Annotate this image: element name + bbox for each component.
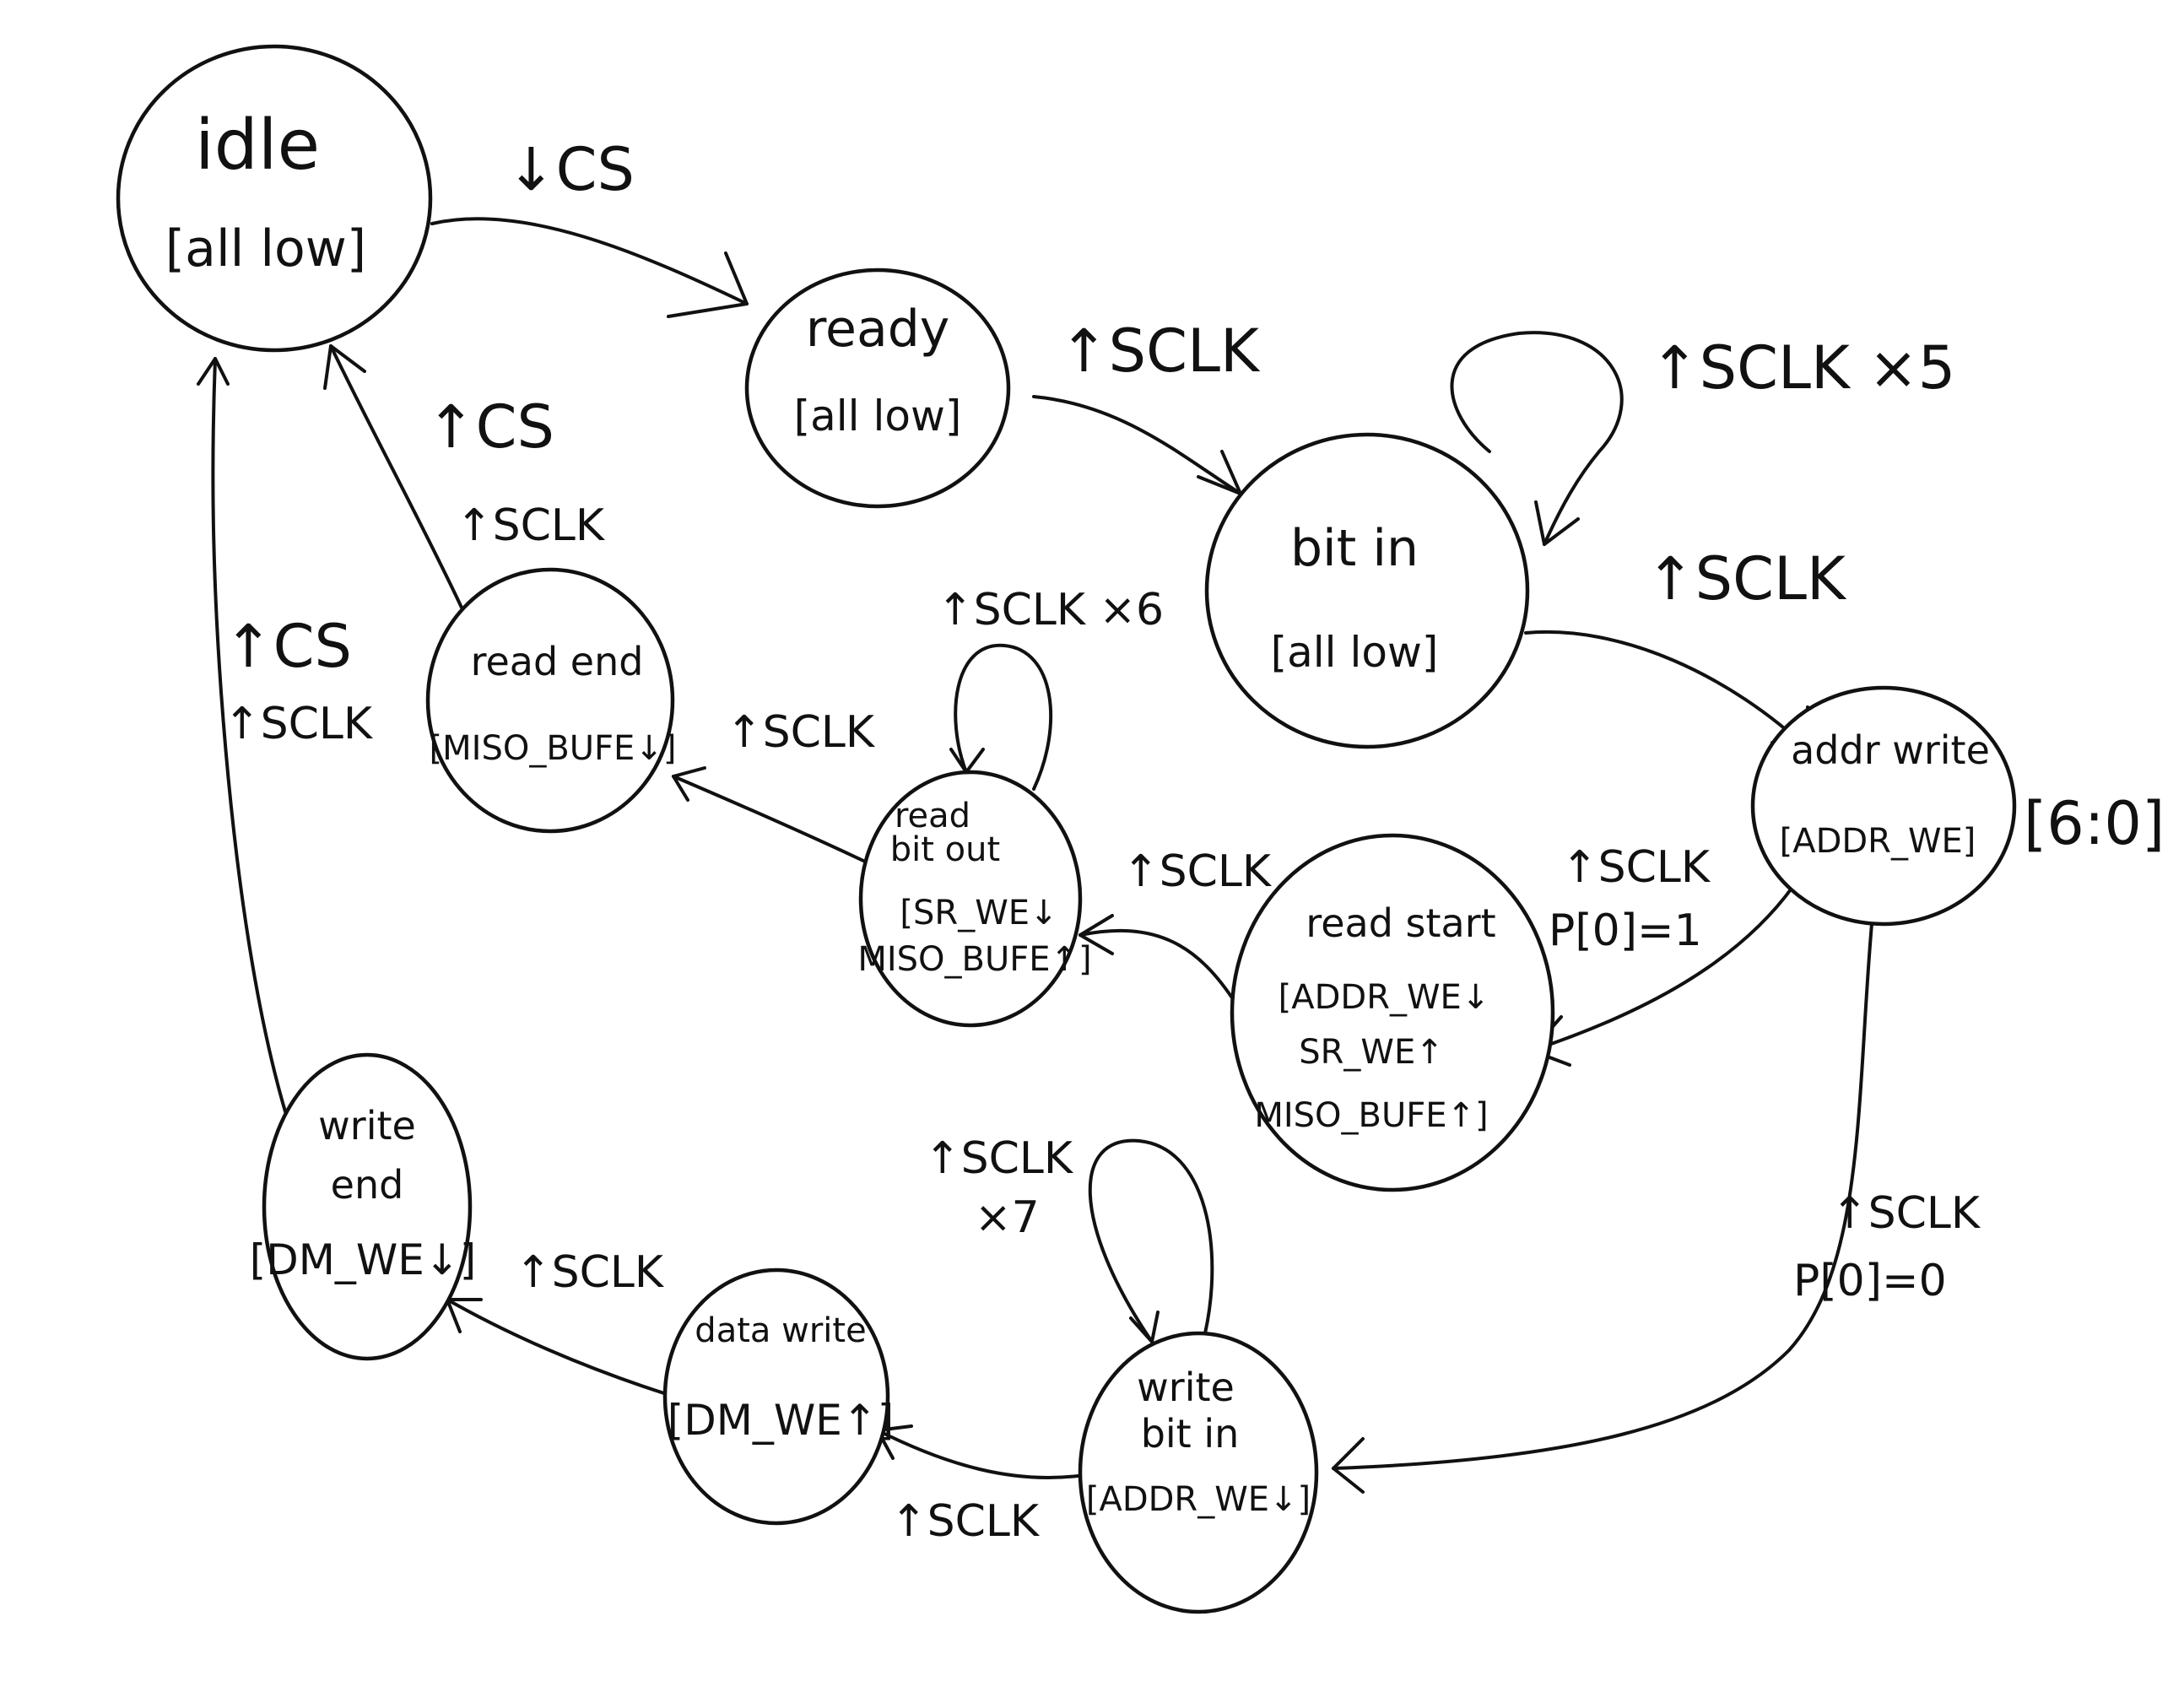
state-read-end: read end [MISO_BUFE↓] — [425, 567, 677, 834]
arrowhead-read-end-to-idle — [323, 344, 366, 390]
edge-read-start-to-read-bit-out — [1078, 928, 1238, 1006]
state-data-write-name: data write — [695, 1311, 866, 1350]
edge-bit-in-to-addr-write — [1524, 630, 1812, 753]
transitions — [197, 217, 1873, 1494]
state-ready-name: ready — [806, 300, 950, 359]
state-ready-circle — [744, 268, 1011, 509]
edge-bit-in-self — [1450, 331, 1624, 546]
arrowhead-read-start-to-read-bit-out — [1078, 914, 1114, 955]
state-read-end-circle — [425, 567, 675, 834]
state-addr-write-circle — [1750, 685, 2017, 927]
edge-ready-to-bit-in — [1032, 395, 1242, 495]
arrowhead-read-bit-out-self — [949, 748, 985, 774]
label-write-bit-in-self-2: ×7 — [975, 1192, 1040, 1243]
label-addr-write-to-write-bit-in-2: P[0]=0 — [1793, 1256, 1947, 1306]
state-read-bit-out-name-2: bit out — [890, 830, 1000, 869]
arrowhead-write-bit-in-self — [1129, 1311, 1160, 1343]
label-data-write-to-write-end: ↑SCLK — [515, 1247, 665, 1298]
label-read-bit-out-to-read-end: ↑SCLK — [726, 707, 876, 758]
edge-write-bit-in-self — [1088, 1138, 1214, 1343]
state-addr-write-name: addr write — [1791, 727, 1990, 773]
state-read-bit-out: read bit out [SR_WE↓ MISO_BUFE↑] — [857, 770, 1092, 1028]
label-read-end-to-idle-2: ↑SCLK — [456, 500, 606, 551]
state-write-end-name-2: end — [331, 1162, 404, 1208]
state-bit-in-circle — [1204, 432, 1530, 749]
state-idle-name: idle — [195, 105, 320, 186]
label-bit-in-self: ↑SCLK ×5 — [1650, 333, 1955, 403]
state-addr-write: addr write [ADDR_WE] — [1750, 685, 2017, 927]
label-write-end-to-idle-1: ↑CS — [224, 612, 352, 681]
label-idle-to-ready: ↓CS — [506, 135, 635, 204]
state-read-bit-out-output-2: MISO_BUFE↑] — [857, 940, 1091, 979]
state-bit-in-output: [all low] — [1271, 628, 1439, 677]
label-read-end-to-idle-1: ↑CS — [426, 392, 554, 462]
arrowhead-ready-to-bit-in — [1197, 450, 1242, 495]
state-read-end-name: read end — [471, 639, 644, 684]
state-read-bit-out-circle — [858, 770, 1083, 1028]
label-addr-write-to-read-start-2: P[0]=1 — [1549, 905, 1702, 956]
state-idle: idle [all low] — [116, 44, 433, 353]
label-read-start-to-read-bit-out: ↑SCLK — [1122, 846, 1273, 897]
transition-labels: ↓CS ↑SCLK ↑SCLK ×5 ↑SCLK [6:0] ↑SCLK P[0… — [224, 135, 2165, 1547]
state-write-bit-in-circle — [1078, 1331, 1319, 1614]
label-write-end-to-idle-2: ↑SCLK — [224, 699, 374, 749]
edge-data-write-to-write-end — [446, 1298, 668, 1396]
state-idle-output: [all low] — [165, 219, 366, 278]
arrowhead-write-end-to-idle — [197, 357, 230, 386]
arrowhead-addr-write-to-write-bit-in — [1332, 1437, 1365, 1494]
edge-read-end-to-idle — [329, 344, 463, 609]
state-write-end: write end [DM_WE↓] — [250, 1052, 477, 1361]
edge-idle-to-ready — [430, 217, 749, 305]
state-data-write: data write [DM_WE↑] — [662, 1268, 895, 1526]
state-write-bit-in-name-2: bit in — [1141, 1411, 1240, 1457]
edge-read-bit-out-to-read-end — [672, 775, 879, 869]
label-addr-write-to-write-bit-in-1: ↑SCLK — [1831, 1188, 1981, 1239]
state-read-bit-out-output-1: [SR_WE↓ — [900, 894, 1057, 932]
label-ready-to-bit-in: ↑SCLK — [1059, 316, 1261, 386]
edge-read-bit-out-self — [954, 643, 1053, 791]
state-write-bit-in: write bit in [ADDR_WE↓] — [1078, 1331, 1319, 1614]
edge-write-end-to-idle — [211, 357, 293, 1132]
state-ready-output: [all low] — [794, 392, 962, 441]
label-bit-in-to-addr-write: ↑SCLK — [1646, 544, 1847, 613]
state-read-start-output-2: SR_WE↑ — [1299, 1033, 1444, 1072]
arrowhead-read-bit-out-to-read-end — [672, 766, 706, 802]
label-write-bit-in-to-data-write: ↑SCLK — [890, 1496, 1041, 1547]
state-read-end-output: [MISO_BUFE↓] — [430, 729, 677, 768]
label-addr-write-bits: [6:0] — [2024, 789, 2165, 858]
state-read-start: read start [ADDR_WE↓ SR_WE↑ MISO_BUFE↑] — [1230, 833, 1555, 1192]
state-bit-in-name: bit in — [1290, 519, 1419, 578]
state-write-end-output: [DM_WE↓] — [250, 1235, 477, 1284]
state-write-end-name-1: write — [318, 1103, 416, 1149]
state-ready: ready [all low] — [744, 268, 1011, 509]
state-read-start-name: read start — [1306, 900, 1495, 946]
state-write-bit-in-name-1: write — [1137, 1365, 1235, 1410]
state-addr-write-output: [ADDR_WE] — [1780, 822, 1976, 861]
state-read-start-circle — [1230, 833, 1555, 1192]
arrowhead-bit-in-self — [1534, 500, 1580, 546]
state-write-end-circle — [262, 1052, 473, 1361]
state-write-bit-in-output: [ADDR_WE↓] — [1086, 1480, 1311, 1519]
state-bit-in: bit in [all low] — [1204, 432, 1530, 749]
label-read-bit-out-self: ↑SCLK ×6 — [937, 585, 1164, 635]
edge-addr-write-to-read-start — [1530, 884, 1795, 1052]
edge-addr-write-to-write-bit-in — [1332, 922, 1873, 1470]
edge-write-bit-in-to-data-write — [876, 1429, 1086, 1480]
state-data-write-output: [DM_WE↑] — [668, 1396, 895, 1445]
state-idle-circle — [116, 44, 433, 353]
label-addr-write-to-read-start-1: ↑SCLK — [1561, 842, 1711, 893]
state-read-start-output-3: MISO_BUFE↑] — [1254, 1096, 1488, 1135]
state-data-write-circle — [662, 1268, 890, 1526]
state-read-start-output-1: [ADDR_WE↓ — [1279, 978, 1490, 1017]
arrowhead-idle-to-ready — [667, 251, 749, 318]
label-write-bit-in-self-1: ↑SCLK — [924, 1133, 1074, 1184]
state-read-bit-out-name-1: read — [895, 797, 970, 835]
